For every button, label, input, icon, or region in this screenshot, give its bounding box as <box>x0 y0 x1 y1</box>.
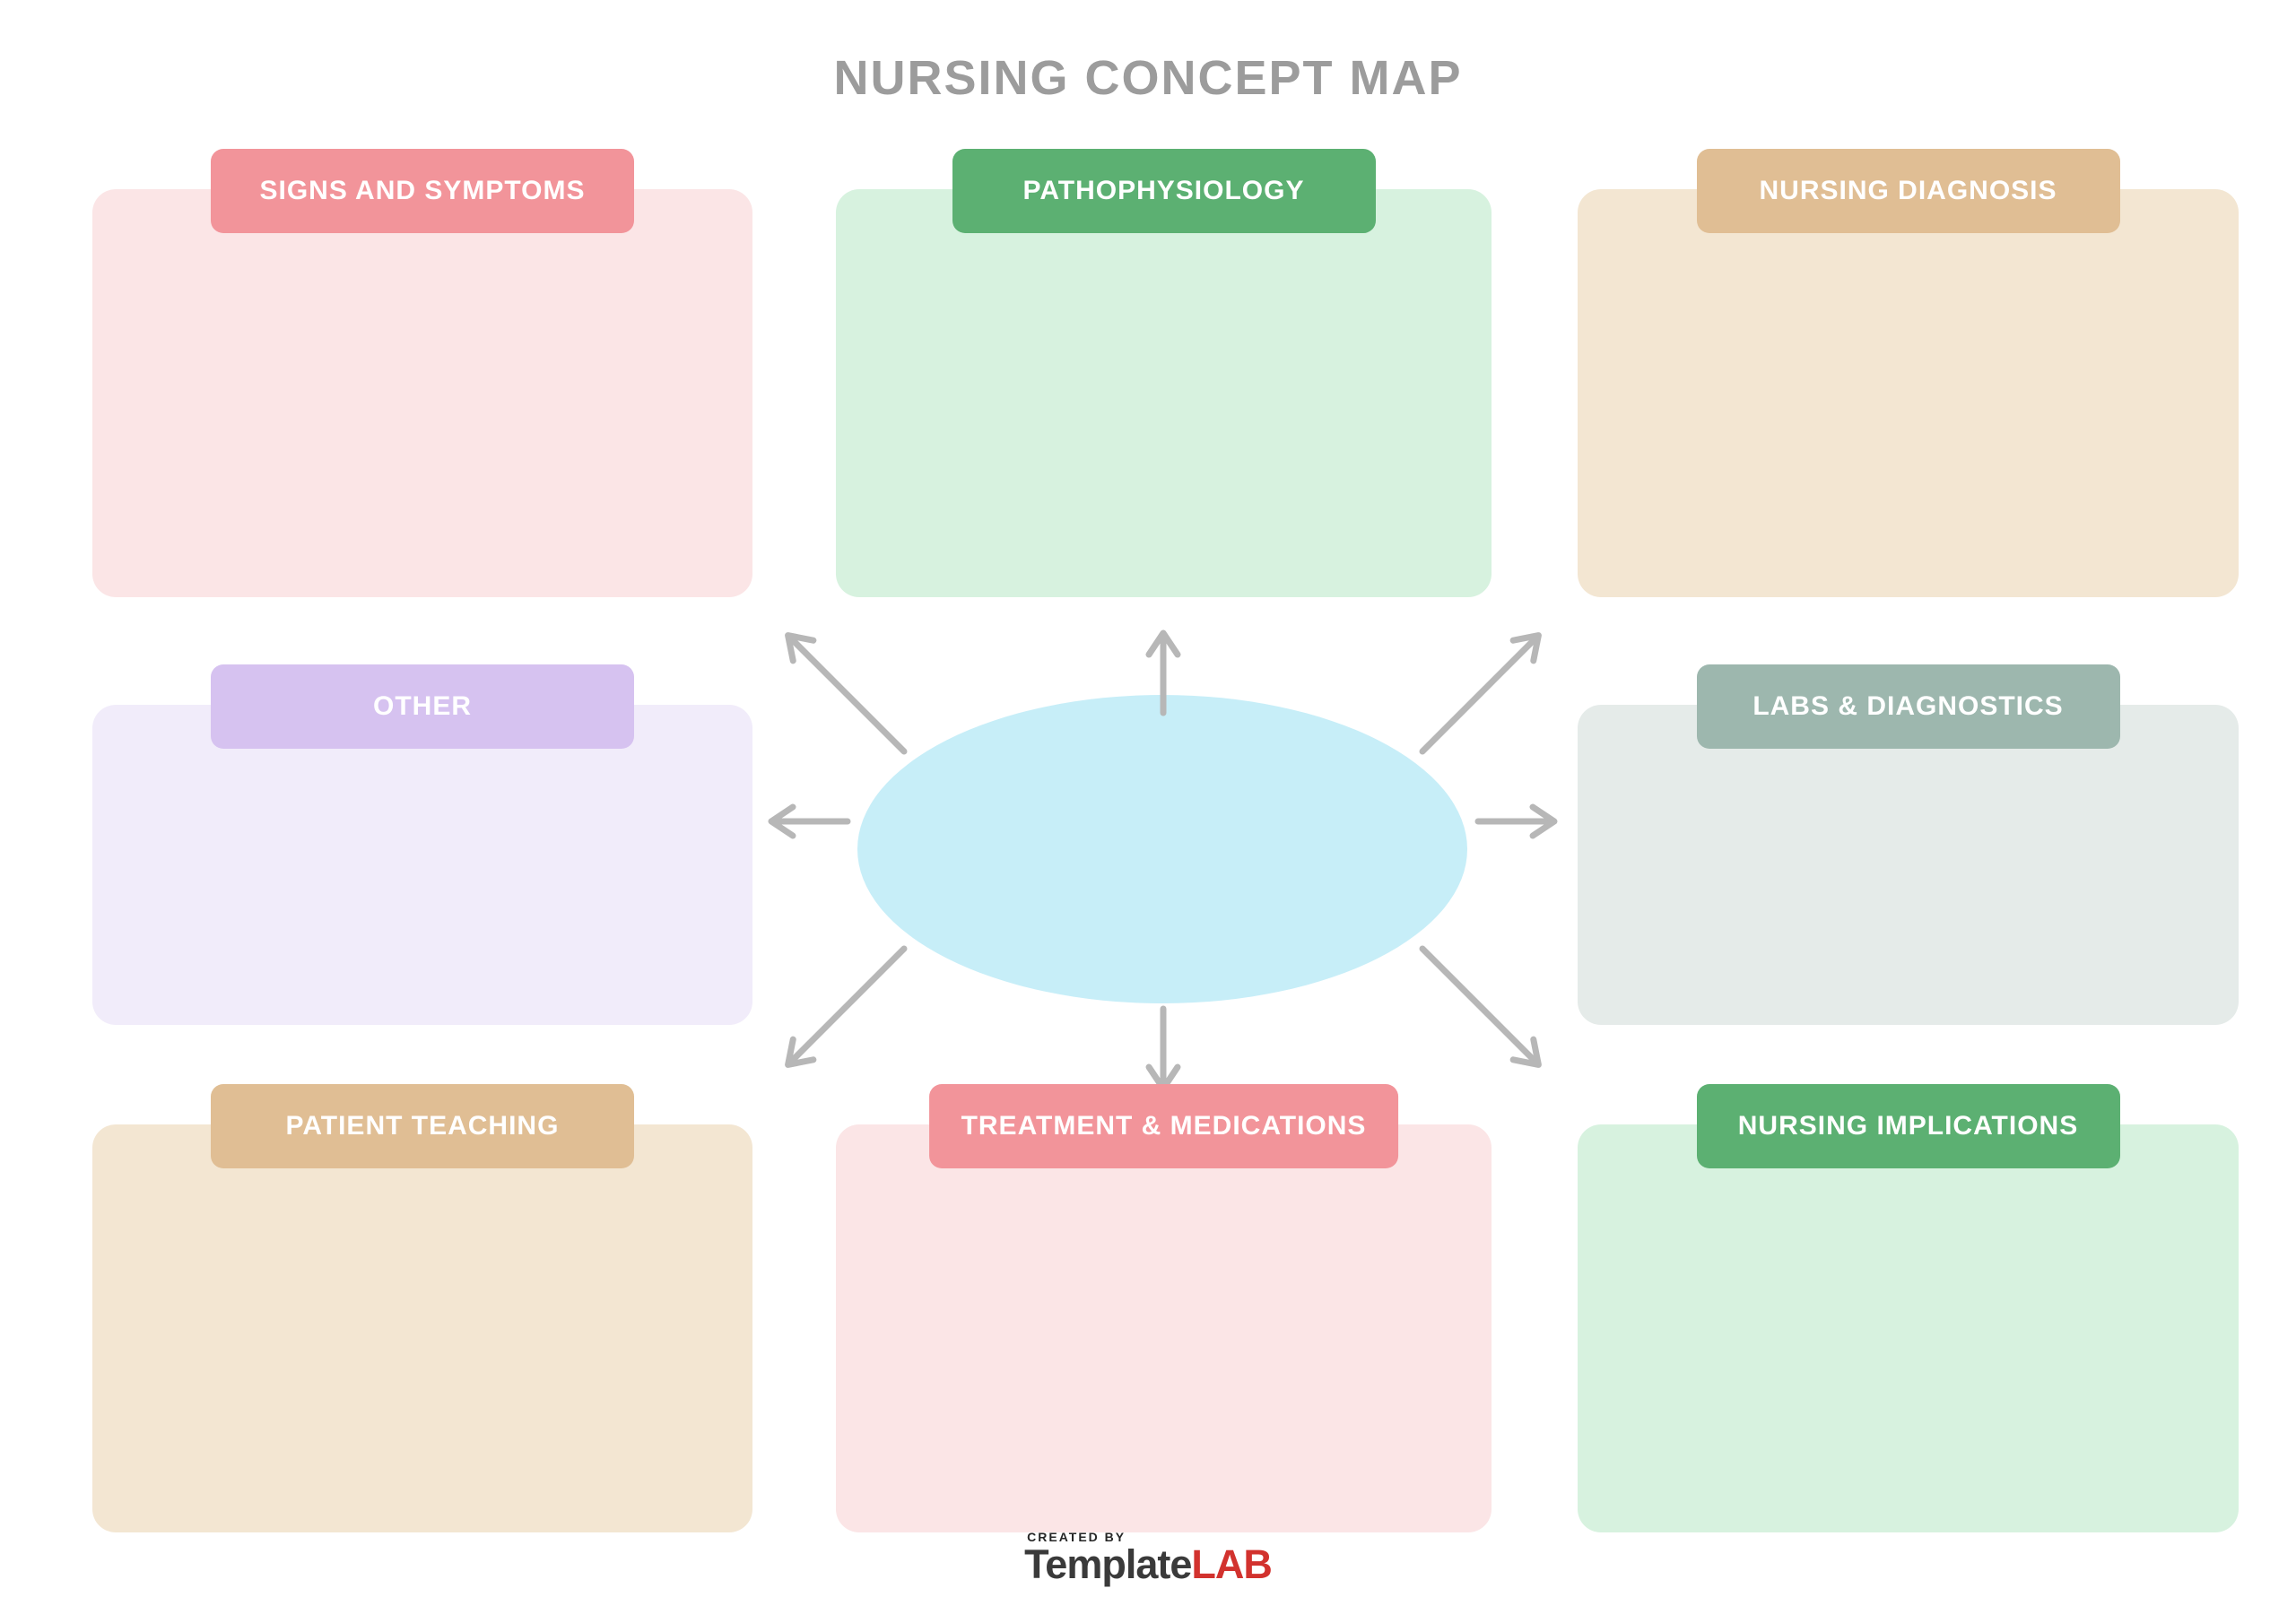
logo-brand-accent: LAB <box>1191 1541 1272 1587</box>
box-header-patient-teaching: PATIENT TEACHING <box>211 1084 634 1168</box>
box-nursing-implications: NURSING IMPLICATIONS <box>1578 1084 2239 1532</box>
box-patient-teaching: PATIENT TEACHING <box>92 1084 752 1532</box>
box-header-treatment-and-medications: TREATMENT & MEDICATIONS <box>928 1084 1399 1168</box>
arrow-up-left-icon <box>785 632 908 755</box>
box-header-nursing-implications: NURSING IMPLICATIONS <box>1696 1084 2120 1168</box>
box-signs-and-symptoms: SIGNS AND SYMPTOMS <box>92 149 752 597</box>
box-labs-and-diagnostics: LABS & DIAGNOSTICS <box>1578 664 2239 1025</box>
logo-brand-primary: Template <box>1024 1541 1192 1587</box>
logo-wordmark: TemplateLAB <box>1024 1541 1273 1587</box>
box-header-nursing-diagnosis: NURSING DIAGNOSIS <box>1696 149 2120 233</box>
box-header-labs-and-diagnostics: LABS & DIAGNOSTICS <box>1696 664 2120 749</box>
box-header-signs-and-symptoms: SIGNS AND SYMPTOMS <box>211 149 634 233</box>
box-pathophysiology: PATHOPHYSIOLOGY <box>836 149 1492 597</box>
templatelab-logo: CREATED BY TemplateLAB <box>1024 1530 1273 1587</box>
logo-created-by-text: CREATED BY <box>1027 1530 1126 1544</box>
box-other: OTHER <box>92 664 752 1025</box>
box-header-other: OTHER <box>211 664 634 749</box>
arrow-down-left-icon <box>785 945 908 1068</box>
box-header-pathophysiology: PATHOPHYSIOLOGY <box>952 149 1376 233</box>
box-treatment-and-medications: TREATMENT & MEDICATIONS <box>836 1084 1492 1532</box>
arrow-up-right-icon <box>1419 632 1542 755</box>
page-title: NURSING CONCEPT MAP <box>833 51 1463 105</box>
center-topic-ellipse <box>857 695 1467 1003</box>
box-nursing-diagnosis: NURSING DIAGNOSIS <box>1578 149 2239 597</box>
arrow-down-right-icon <box>1419 945 1542 1068</box>
